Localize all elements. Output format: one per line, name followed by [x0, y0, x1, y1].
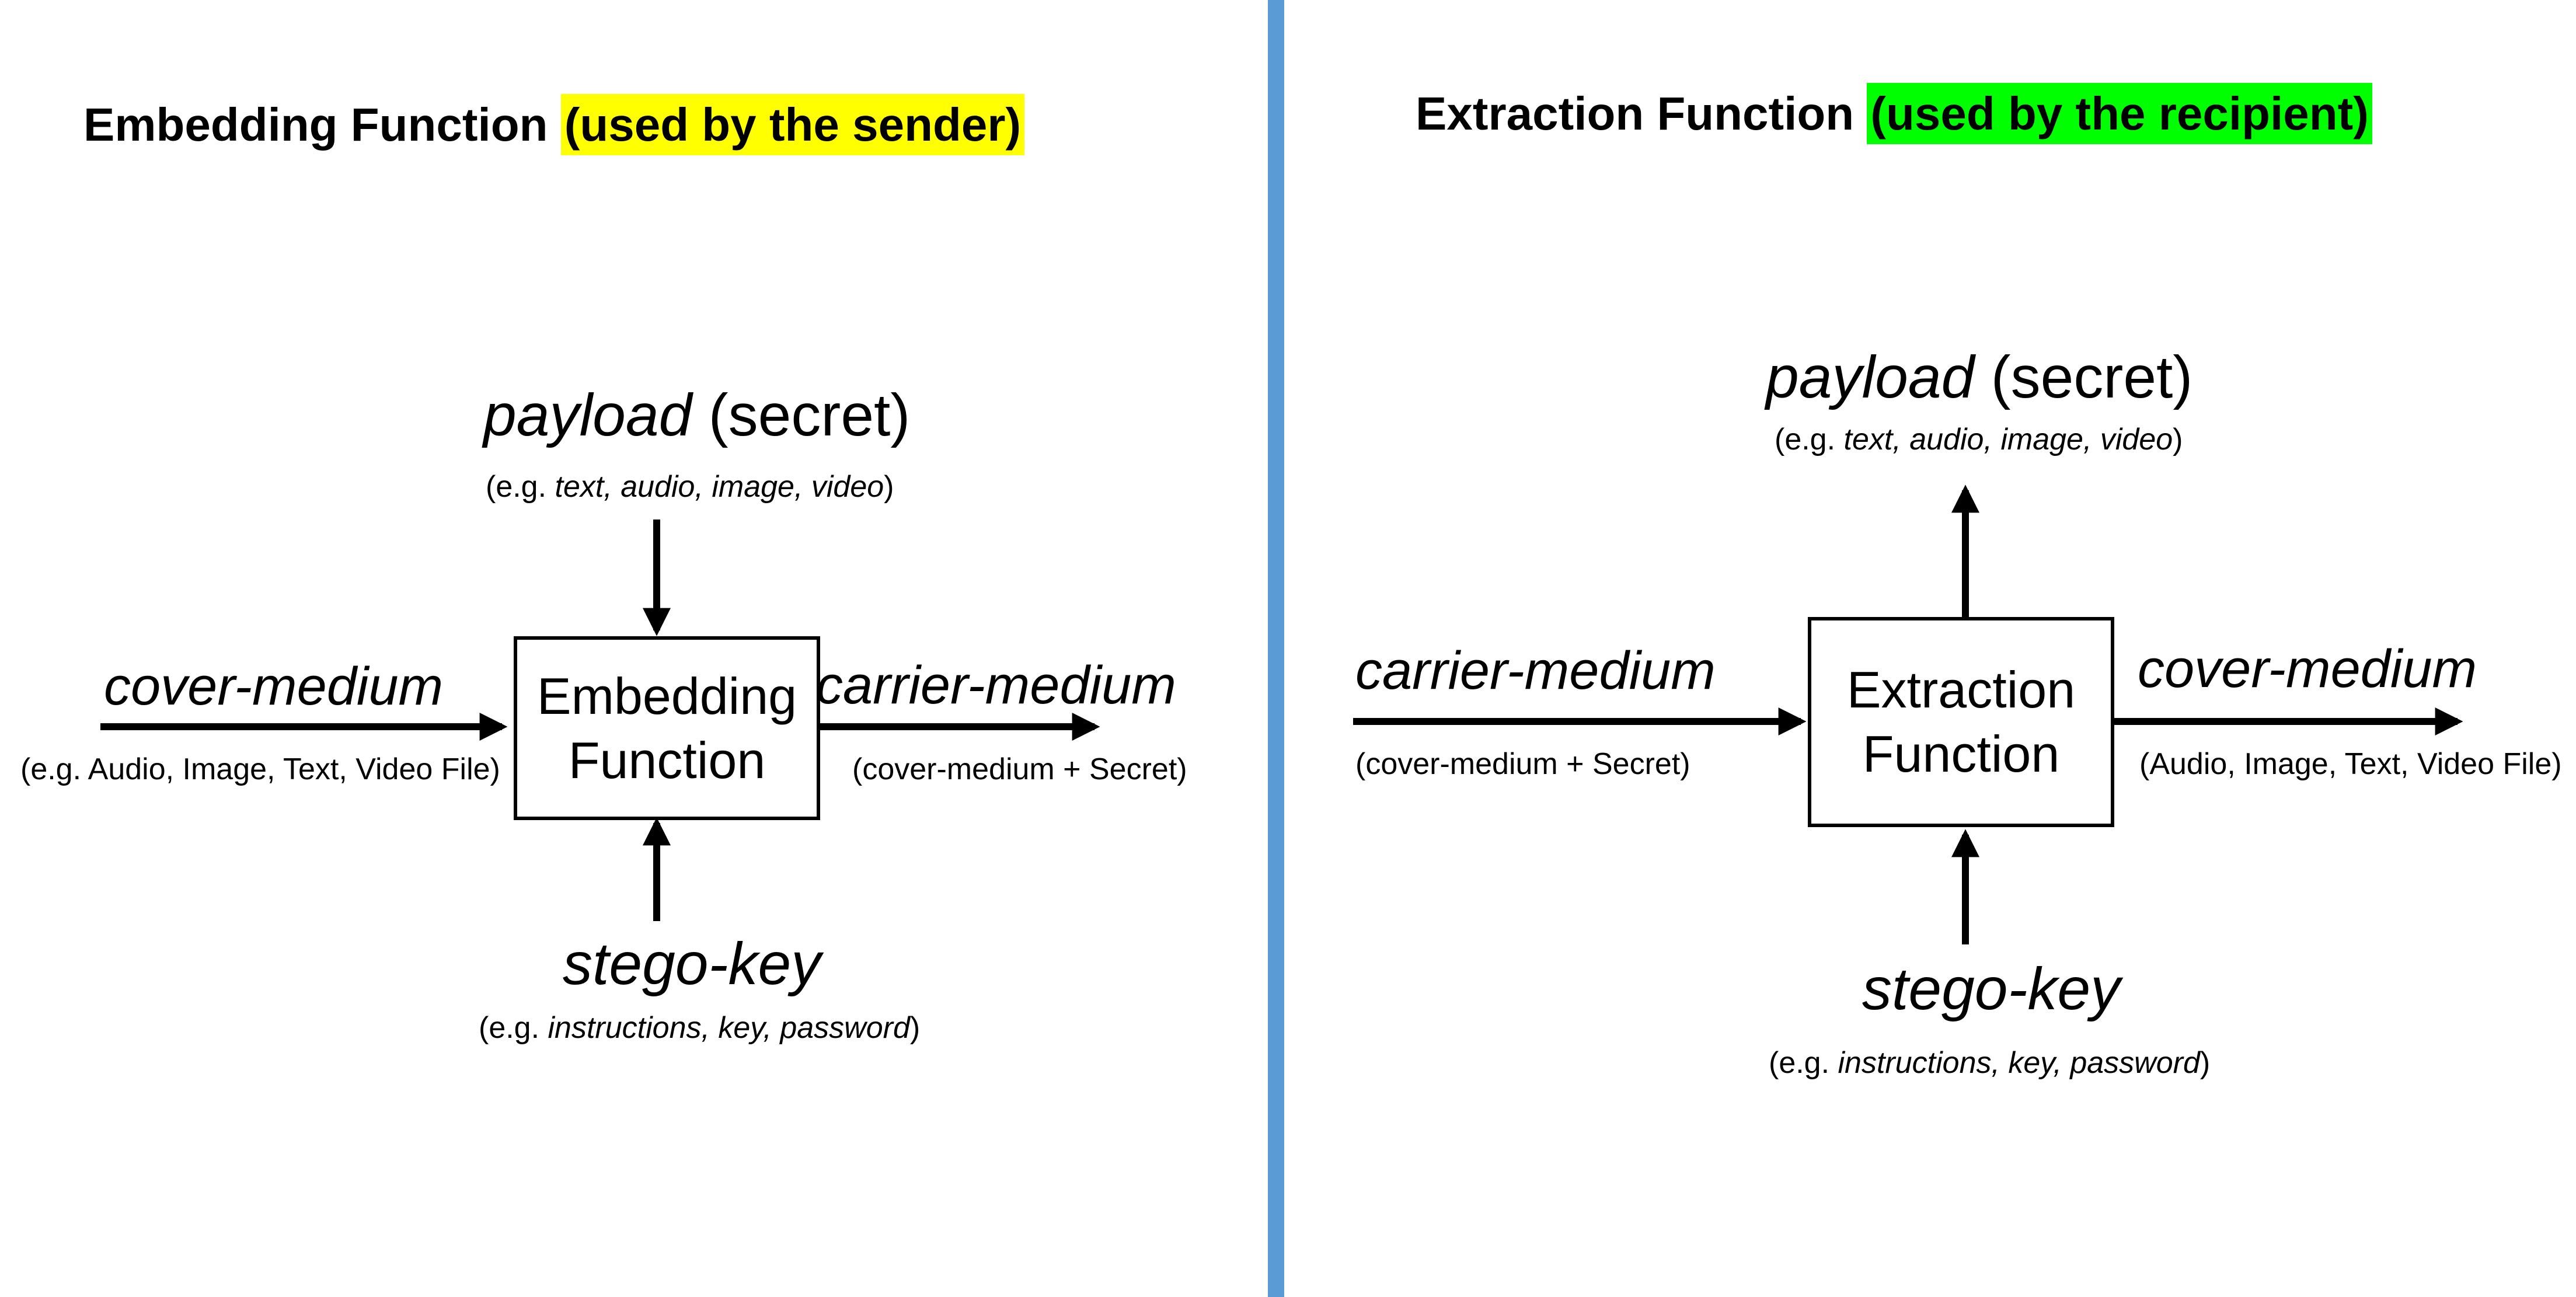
embedding-payload-example: (e.g. text, audio, image, video) — [486, 472, 894, 502]
extraction-title-highlight: (used by the recipient) — [1867, 83, 2372, 144]
box-line-1: Embedding — [536, 667, 797, 725]
example-prefix: (e.g. — [1769, 1046, 1838, 1080]
payload-note: (secret) — [708, 382, 911, 448]
example-prefix: (e.g. — [486, 470, 555, 504]
payload-term: payload — [1766, 344, 1975, 410]
extraction-title-text: Extraction Function — [1416, 88, 1855, 140]
example-prefix: (e.g. — [479, 1011, 548, 1045]
embedding-title: Embedding Function (used by the sender) — [83, 94, 1025, 155]
example-items: text, audio, image, video — [1843, 423, 2173, 456]
example-suffix: ) — [909, 1011, 921, 1045]
embedding-payload-label: payload (secret) — [483, 385, 910, 445]
embedding-input-term: cover-medium — [104, 657, 444, 716]
extraction-output-term: cover-medium — [2138, 639, 2477, 699]
panel-divider — [1268, 0, 1284, 1297]
extraction-output-example: (Audio, Image, Text, Video File) — [2139, 747, 2562, 781]
extraction-function-box: Extraction Function — [1808, 617, 2114, 827]
extraction-key-example: (e.g. instructions, key, password) — [1769, 1048, 2210, 1078]
embedding-key-term: stego-key — [563, 930, 821, 997]
payload-note: (secret) — [1991, 344, 2193, 410]
embedding-title-text: Embedding Function — [83, 99, 548, 151]
example-prefix: (e.g. — [1775, 423, 1844, 456]
embedding-output-example: (cover-medium + Secret) — [852, 752, 1187, 786]
example-suffix: ) — [884, 470, 894, 504]
example-items: text, audio, image, video — [555, 470, 884, 504]
box-line-1: Extraction — [1846, 661, 2076, 719]
example-items: instructions, key, password — [548, 1011, 910, 1045]
embedding-title-highlight: (used by the sender) — [560, 94, 1025, 155]
extraction-input-example: (cover-medium + Secret) — [1355, 747, 1690, 781]
payload-term: payload — [483, 382, 692, 448]
extraction-payload-example: (e.g. text, audio, image, video) — [1775, 424, 2183, 455]
example-items: instructions, key, password — [1838, 1046, 2200, 1080]
extraction-input-term: carrier-medium — [1355, 641, 1716, 700]
extraction-key-term: stego-key — [1862, 956, 2121, 1022]
embedding-output-term: carrier-medium — [816, 656, 1176, 715]
example-suffix: ) — [2173, 423, 2183, 456]
extraction-title: Extraction Function (used by the recipie… — [1416, 83, 2372, 144]
extraction-payload-label: payload (secret) — [1766, 347, 2192, 407]
embedding-key-example: (e.g. instructions, key, password) — [479, 1013, 920, 1043]
embedding-function-box: Embedding Function — [514, 636, 820, 820]
example-suffix: ) — [2199, 1046, 2211, 1080]
box-line-2: Function — [1862, 725, 2060, 783]
embedding-input-example: (e.g. Audio, Image, Text, Video File) — [20, 752, 500, 786]
box-line-2: Function — [568, 731, 766, 789]
